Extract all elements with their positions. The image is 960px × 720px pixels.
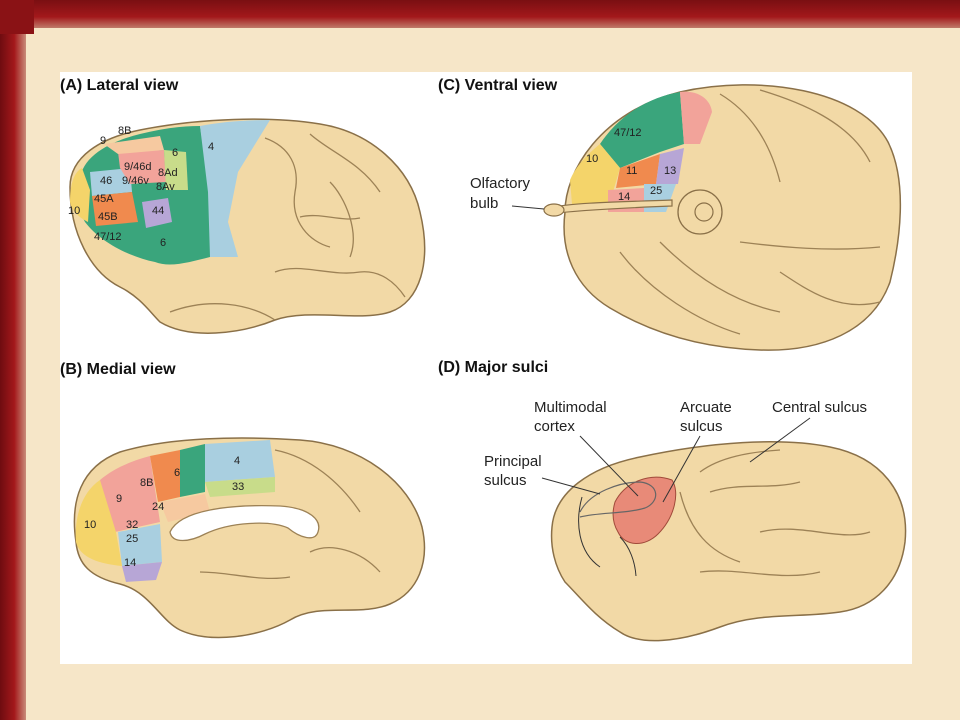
panel-c-ventral: (C) Ventral view Olfactory bulb 47/12 10… — [438, 77, 902, 351]
area-green-47-12 — [600, 92, 684, 168]
arcuate-label-2: sulcus — [680, 418, 723, 435]
area-label: 9/46v — [122, 175, 149, 187]
area-label: 25 — [126, 533, 138, 545]
area-blue-32-25 — [118, 524, 162, 566]
area-purple-44 — [142, 198, 172, 228]
sulci-brain-shape — [550, 441, 907, 642]
frontal-boundary — [578, 496, 637, 577]
area-label: 9 — [116, 493, 122, 505]
area-label: 47/12 — [614, 127, 642, 139]
area-blue-4-medial — [205, 440, 275, 482]
area-yellow-10-medial — [75, 480, 122, 566]
brain-figure: .brain { fill:#f2d9a6; stroke:#8a7048; s… — [60, 77, 907, 642]
multimodal-label-1: Multimodal — [534, 399, 607, 416]
area-blue-4 — [200, 120, 270, 257]
area-yellow-10 — [70, 168, 90, 222]
corpus-callosum — [169, 505, 320, 542]
area-label: 10 — [84, 519, 96, 531]
area-label: 6 — [174, 467, 180, 479]
area-label: 8Av — [156, 181, 175, 193]
olfactory-bulb — [543, 203, 565, 217]
area-label: 13 — [664, 165, 676, 177]
area-peach-24 — [160, 494, 210, 522]
area-label: 4 — [208, 141, 214, 153]
area-label: 8B — [118, 125, 131, 137]
area-label: 11 — [626, 165, 637, 177]
area-label: 9/46d — [124, 161, 152, 173]
panel-d-sulci: (D) Major sulci Multimodal cortex Arcuat… — [438, 359, 907, 642]
arcuate-label-1: Arcuate — [680, 399, 732, 416]
frame-top-bar — [0, 0, 960, 28]
area-lightgreen-8 — [164, 150, 188, 190]
area-orange-45 — [92, 192, 138, 226]
area-yellow-10-ventral — [570, 144, 620, 204]
area-green-6 — [180, 444, 205, 497]
brainstem-section — [677, 189, 723, 235]
panel-c-area-labels: 47/12 10 11 13 14 25 — [586, 127, 676, 203]
brainstem-inner — [694, 202, 714, 222]
principal-label-1: Principal — [484, 453, 542, 470]
area-purple-14 — [122, 562, 162, 582]
area-label: 10 — [586, 153, 598, 165]
multimodal-region — [612, 476, 677, 544]
area-label: 9 — [100, 135, 106, 147]
area-label: 46 — [100, 175, 112, 187]
area-label: 45A — [94, 193, 114, 205]
central-leader — [749, 417, 811, 463]
area-purple-13 — [656, 148, 684, 184]
olfactory-leader — [511, 205, 545, 210]
panel-c-title: (C) Ventral view — [438, 77, 558, 94]
multimodal-leader — [579, 435, 639, 497]
frame-left-bar — [0, 0, 26, 720]
area-pink-9-46 — [118, 150, 166, 184]
area-label: 14 — [618, 191, 630, 203]
panel-d-title: (D) Major sulci — [438, 359, 548, 376]
principal-leader — [541, 477, 601, 495]
ventral-brain-shape — [563, 84, 902, 351]
area-label: 45B — [98, 211, 118, 223]
area-label: 8B — [140, 477, 153, 489]
olfactory-tract — [545, 199, 673, 215]
arcuate-leader — [662, 435, 701, 503]
panel-b-area-labels: 6 4 33 9 8B 24 32 25 10 14 — [84, 455, 244, 569]
area-label: 33 — [232, 481, 244, 493]
area-peach-8b — [104, 136, 164, 154]
area-label: 25 — [650, 185, 662, 197]
panel-a-lateral: (A) Lateral view 9 8B 9/46d 9/46v 8Ad 8A… — [60, 77, 426, 334]
area-lightgreen-33 — [205, 477, 275, 497]
area-orange-8b — [150, 450, 180, 502]
principal-sulcus-outline — [579, 481, 657, 518]
olfactory-label-2: bulb — [470, 195, 498, 212]
area-label: 32 — [126, 519, 138, 531]
frame-corner — [0, 0, 34, 34]
area-label: 44 — [152, 205, 164, 217]
olfactory-label-1: Olfactory — [470, 175, 531, 192]
panel-a-area-labels: 9 8B 9/46d 9/46v 8Ad 8Av 6 4 46 45A 45B … — [68, 125, 214, 249]
figure-panel: .brain { fill:#f2d9a6; stroke:#8a7048; s… — [60, 72, 912, 664]
area-label: 8Ad — [158, 167, 178, 179]
area-label: 24 — [152, 501, 164, 513]
area-label: 4 — [234, 455, 240, 467]
multimodal-label-2: cortex — [534, 418, 575, 435]
area-blue-46 — [90, 168, 132, 196]
principal-label-2: sulcus — [484, 472, 527, 489]
panel-b-title: (B) Medial view — [60, 361, 176, 378]
area-label: 6 — [160, 237, 166, 249]
area-label: 14 — [124, 557, 136, 569]
area-pink-9 — [100, 456, 160, 532]
central-label: Central sulcus — [772, 399, 867, 416]
area-label: 10 — [68, 205, 80, 217]
area-label: 47/12 — [94, 231, 122, 243]
area-pink-ventral — [680, 91, 712, 144]
panel-b-medial: (B) Medial view 6 4 33 9 8B 24 32 25 10 … — [60, 361, 426, 639]
area-orange-11 — [616, 154, 660, 188]
panel-a-title: (A) Lateral view — [60, 77, 179, 94]
area-label: 6 — [172, 147, 178, 159]
